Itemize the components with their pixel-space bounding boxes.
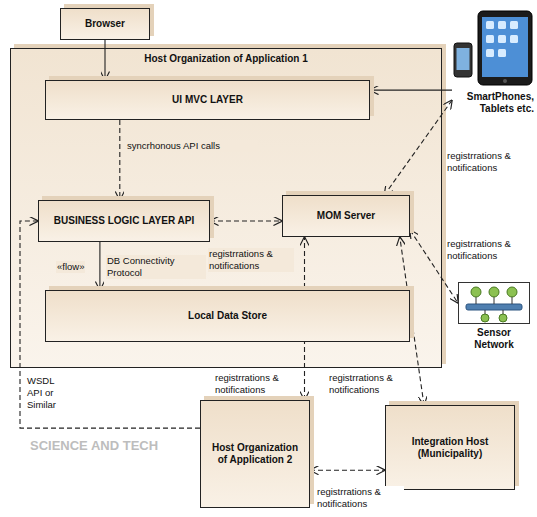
node-label: Host Organization of Application 2 xyxy=(207,442,303,466)
app-icon xyxy=(498,35,506,43)
node-label: MOM Server xyxy=(317,210,375,222)
dashed-connector xyxy=(310,470,385,471)
node-label: SmartPhones, Tablets etc. xyxy=(452,91,534,115)
edge-label: registrrations & notifications xyxy=(208,248,294,272)
tablet-body xyxy=(478,11,532,85)
node-label: Local Data Store xyxy=(188,310,267,322)
node-label: Browser xyxy=(85,18,125,30)
dashed-connector xyxy=(119,120,120,200)
device-node: SmartPhones, Tablets etc. xyxy=(452,5,534,117)
edge-label: registrrations & notifications xyxy=(446,150,534,174)
edge-label: registrrations & notifications xyxy=(328,372,414,396)
data-store-box: Local Data Store xyxy=(45,290,410,342)
tablet-screen xyxy=(482,17,528,77)
mom-server-box: MOM Server xyxy=(282,195,410,237)
sensor-node xyxy=(481,314,489,322)
sensor-node xyxy=(489,287,499,297)
edge-label: DB Connectivity Protocol xyxy=(106,255,206,279)
host-node: Host Organization of Application 1 UI MVC… xyxy=(10,48,442,368)
sensor-node xyxy=(471,287,481,297)
home-button xyxy=(503,79,507,83)
solid-connector xyxy=(99,242,100,290)
edge-label: registrrations & notifications xyxy=(446,238,534,262)
app-icon xyxy=(510,35,518,43)
dashed-connector xyxy=(384,100,452,195)
sensor-node xyxy=(507,287,517,297)
integration-host-node: Integration Host (Municipality) xyxy=(385,405,515,490)
phone-screen xyxy=(457,48,470,70)
ui-layer-box: UI MVC LAYER xyxy=(45,80,370,120)
business-logic-box: BUSINESS LOGIC LAYER API xyxy=(38,200,210,242)
node-label: Integration Host (Municipality) xyxy=(392,436,508,460)
browser-node: Browser xyxy=(60,8,150,40)
host-node: Host Organization of Application 2 xyxy=(200,400,310,508)
dashed-connector xyxy=(210,220,282,221)
app-icon xyxy=(498,49,506,57)
stereotype-label: «flow» xyxy=(56,261,85,273)
edge-label: registrrations & notifications xyxy=(316,486,404,510)
app-icon xyxy=(486,35,494,43)
solid-connector xyxy=(104,40,105,80)
app-icon xyxy=(510,21,518,29)
sensor-frame xyxy=(459,283,530,324)
app-icon xyxy=(486,49,494,57)
node-label: UI MVC LAYER xyxy=(172,94,243,106)
phone-body xyxy=(454,43,472,77)
app-icon xyxy=(486,21,494,29)
sensor-network-node: Sensor Network xyxy=(458,282,530,352)
sensor-bus xyxy=(466,304,522,310)
device-icon xyxy=(452,5,534,89)
sensor-icon xyxy=(458,282,530,324)
app-icon xyxy=(498,21,506,29)
node-label: Host Organization of Application 1 xyxy=(10,53,442,65)
edge-label: WSDL API or Similar xyxy=(26,375,70,411)
edge-label: syncrhonous API calls xyxy=(126,140,258,152)
sensor-node xyxy=(499,314,507,322)
solid-connector xyxy=(370,90,452,91)
node-label: Sensor Network xyxy=(458,327,530,351)
watermark: SCIENCE AND TECH xyxy=(30,438,158,453)
edge-label: registrrations & notifications xyxy=(214,372,300,396)
node-label: BUSINESS LOGIC LAYER API xyxy=(54,215,194,227)
